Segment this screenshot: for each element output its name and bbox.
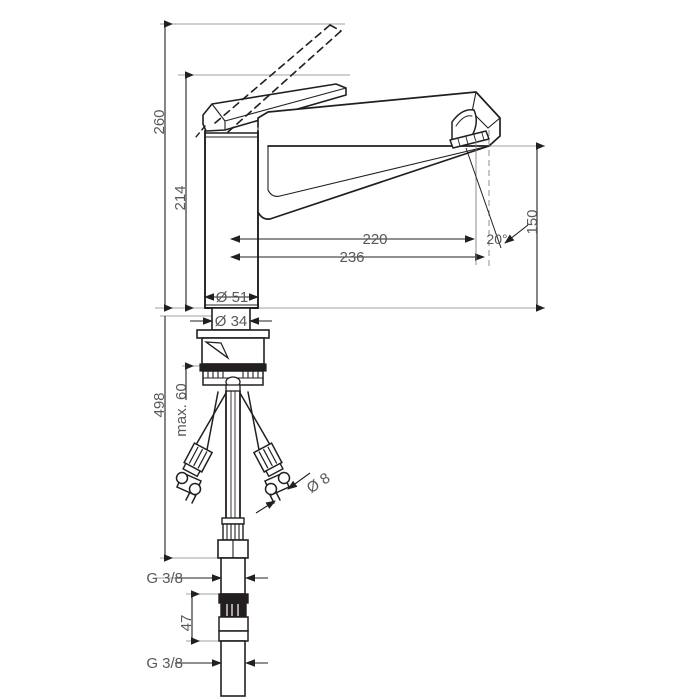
label-g38-lower: G 3/8: [146, 655, 183, 672]
label-max-60: max. 60: [173, 383, 190, 436]
lower-pipe-assembly: [217, 517, 249, 697]
hose-nut-left: [175, 471, 202, 504]
hose-fitting-left: [182, 442, 214, 478]
label-47: 47: [178, 615, 195, 632]
label-dia-51: Ø 51: [216, 289, 249, 306]
label-g38-upper: G 3/8: [146, 570, 183, 587]
angle-construction-lines: [465, 130, 502, 268]
dim-line-dia-8-lower: [255, 500, 276, 514]
label-150: 150: [524, 209, 541, 234]
label-498: 498: [151, 392, 168, 417]
dim-line-20-deg-leader: [504, 224, 529, 244]
label-220: 220: [362, 231, 387, 248]
deck-mounting-assembly: [196, 307, 270, 392]
lever-handle-open-dashed: [214, 24, 342, 133]
spout-outline: [257, 91, 501, 147]
hose-fitting-right: [252, 442, 284, 478]
label-260: 260: [151, 109, 168, 134]
dim-line-dia-8-upper: [287, 472, 311, 490]
label-236: 236: [339, 249, 364, 266]
dimension-lines: [164, 20, 545, 667]
hose-nut-right: [264, 471, 291, 504]
label-dia-34: Ø 34: [215, 313, 248, 330]
flexible-hose-assembly: [175, 390, 291, 521]
label-214: 214: [172, 185, 189, 210]
dimension-labels: 260 214 150 220 236 20° Ø 51 Ø 34 498 ma…: [146, 109, 541, 672]
label-20-deg: 20°: [486, 231, 507, 247]
